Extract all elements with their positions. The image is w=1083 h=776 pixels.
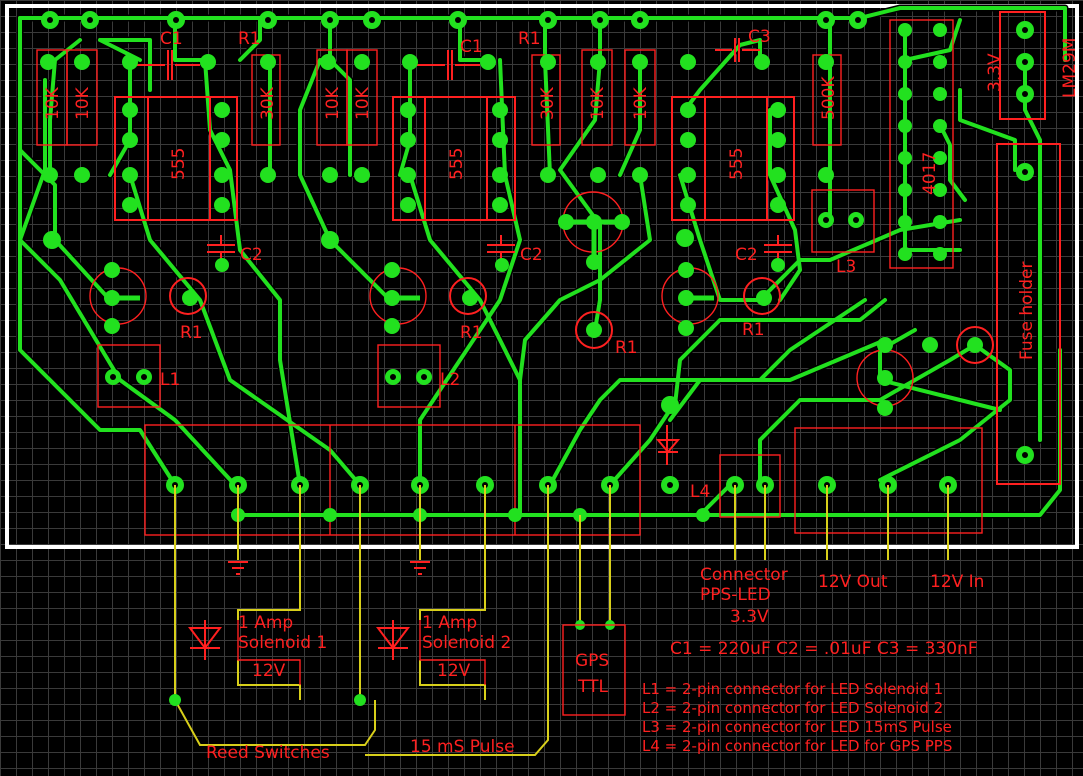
label-30k-a: 30K	[258, 86, 278, 120]
legend-l1: L1 = 2-pin connector for LED Solenoid 1	[642, 680, 943, 698]
label-sol2-name: Solenoid 2	[422, 633, 511, 653]
label-555-c: 555	[727, 148, 747, 180]
label-cap-values: C1 = 220uF C2 = .01uF C3 = 330nF	[670, 639, 978, 659]
legend-l3: L3 = 2-pin connector for LED 15mS Pulse	[642, 718, 952, 736]
label-l3: L3	[836, 257, 856, 277]
label-sol1-name: Solenoid 1	[238, 633, 327, 653]
off-board-wiring	[169, 485, 949, 756]
label-reg-voltage: 3.3V	[985, 53, 1005, 92]
label-l1: L1	[160, 370, 180, 390]
label-sol1-amp: 1 Amp	[238, 613, 293, 633]
regulator-outline	[999, 11, 1046, 120]
label-3v3: 3.3V	[730, 607, 769, 627]
label-500k: 500K	[819, 76, 839, 120]
label-c2-c: C2	[735, 245, 758, 265]
fuse-holder-outline	[996, 143, 1061, 485]
label-connector: Connector	[700, 565, 788, 585]
label-pps-led: PPS-LED	[700, 585, 771, 605]
label-10k-b: 10K	[73, 86, 93, 120]
label-10k-f: 10K	[631, 86, 651, 120]
label-10k-a: 10K	[43, 86, 63, 120]
label-sol2-volt: 12V	[437, 661, 471, 681]
label-sol1-volt: 12V	[252, 661, 286, 681]
label-15ms-pulse: 15 mS Pulse	[410, 737, 515, 757]
label-30k-b: 30K	[538, 86, 558, 120]
legend-l2: L2 = 2-pin connector for LED Solenoid 2	[642, 699, 943, 717]
component-pads	[40, 11, 1034, 522]
label-l4: L4	[690, 482, 710, 502]
label-c2-b: C2	[520, 245, 543, 265]
label-l2: L2	[440, 370, 460, 390]
label-10k-d: 10K	[353, 86, 373, 120]
label-r1-mid: R1	[615, 338, 638, 358]
label-c1-b: C1	[460, 37, 483, 57]
label-12v-in: 12V In	[930, 572, 984, 592]
label-c3: C3	[748, 27, 771, 47]
silkscreen-labels: C1 R1 10K 10K 30K 555 C2 R1 L1 C1 R1 10K…	[43, 27, 1080, 763]
label-555-a: 555	[169, 148, 189, 180]
label-reg-part: LM29M	[1060, 38, 1080, 98]
label-sol2-amp: 1 Amp	[422, 613, 477, 633]
label-r1-a: R1	[238, 29, 261, 49]
label-fuse-holder: Fuse holder	[1017, 262, 1037, 360]
ic-4017-outline	[889, 19, 954, 269]
label-c2-a: C2	[240, 245, 263, 265]
legend-l4: L4 = 2-pin connector for LED for GPS PPS	[642, 737, 952, 755]
label-555-b: 555	[447, 148, 467, 180]
label-gps: GPS	[575, 651, 609, 671]
board-outline	[5, 4, 1079, 549]
label-reed-switches: Reed Switches	[206, 743, 330, 763]
label-r1-a2: R1	[180, 323, 203, 343]
label-r1-b: R1	[518, 29, 541, 49]
label-ttl: TTL	[577, 677, 608, 697]
label-12v-out: 12V Out	[818, 572, 888, 592]
label-10k-c: 10K	[323, 86, 343, 120]
label-c1-a: C1	[160, 29, 183, 49]
label-r1-b2: R1	[460, 323, 483, 343]
label-r1-c2: R1	[742, 320, 765, 340]
label-10k-e: 10K	[588, 86, 608, 120]
label-4017: 4017	[920, 152, 940, 195]
